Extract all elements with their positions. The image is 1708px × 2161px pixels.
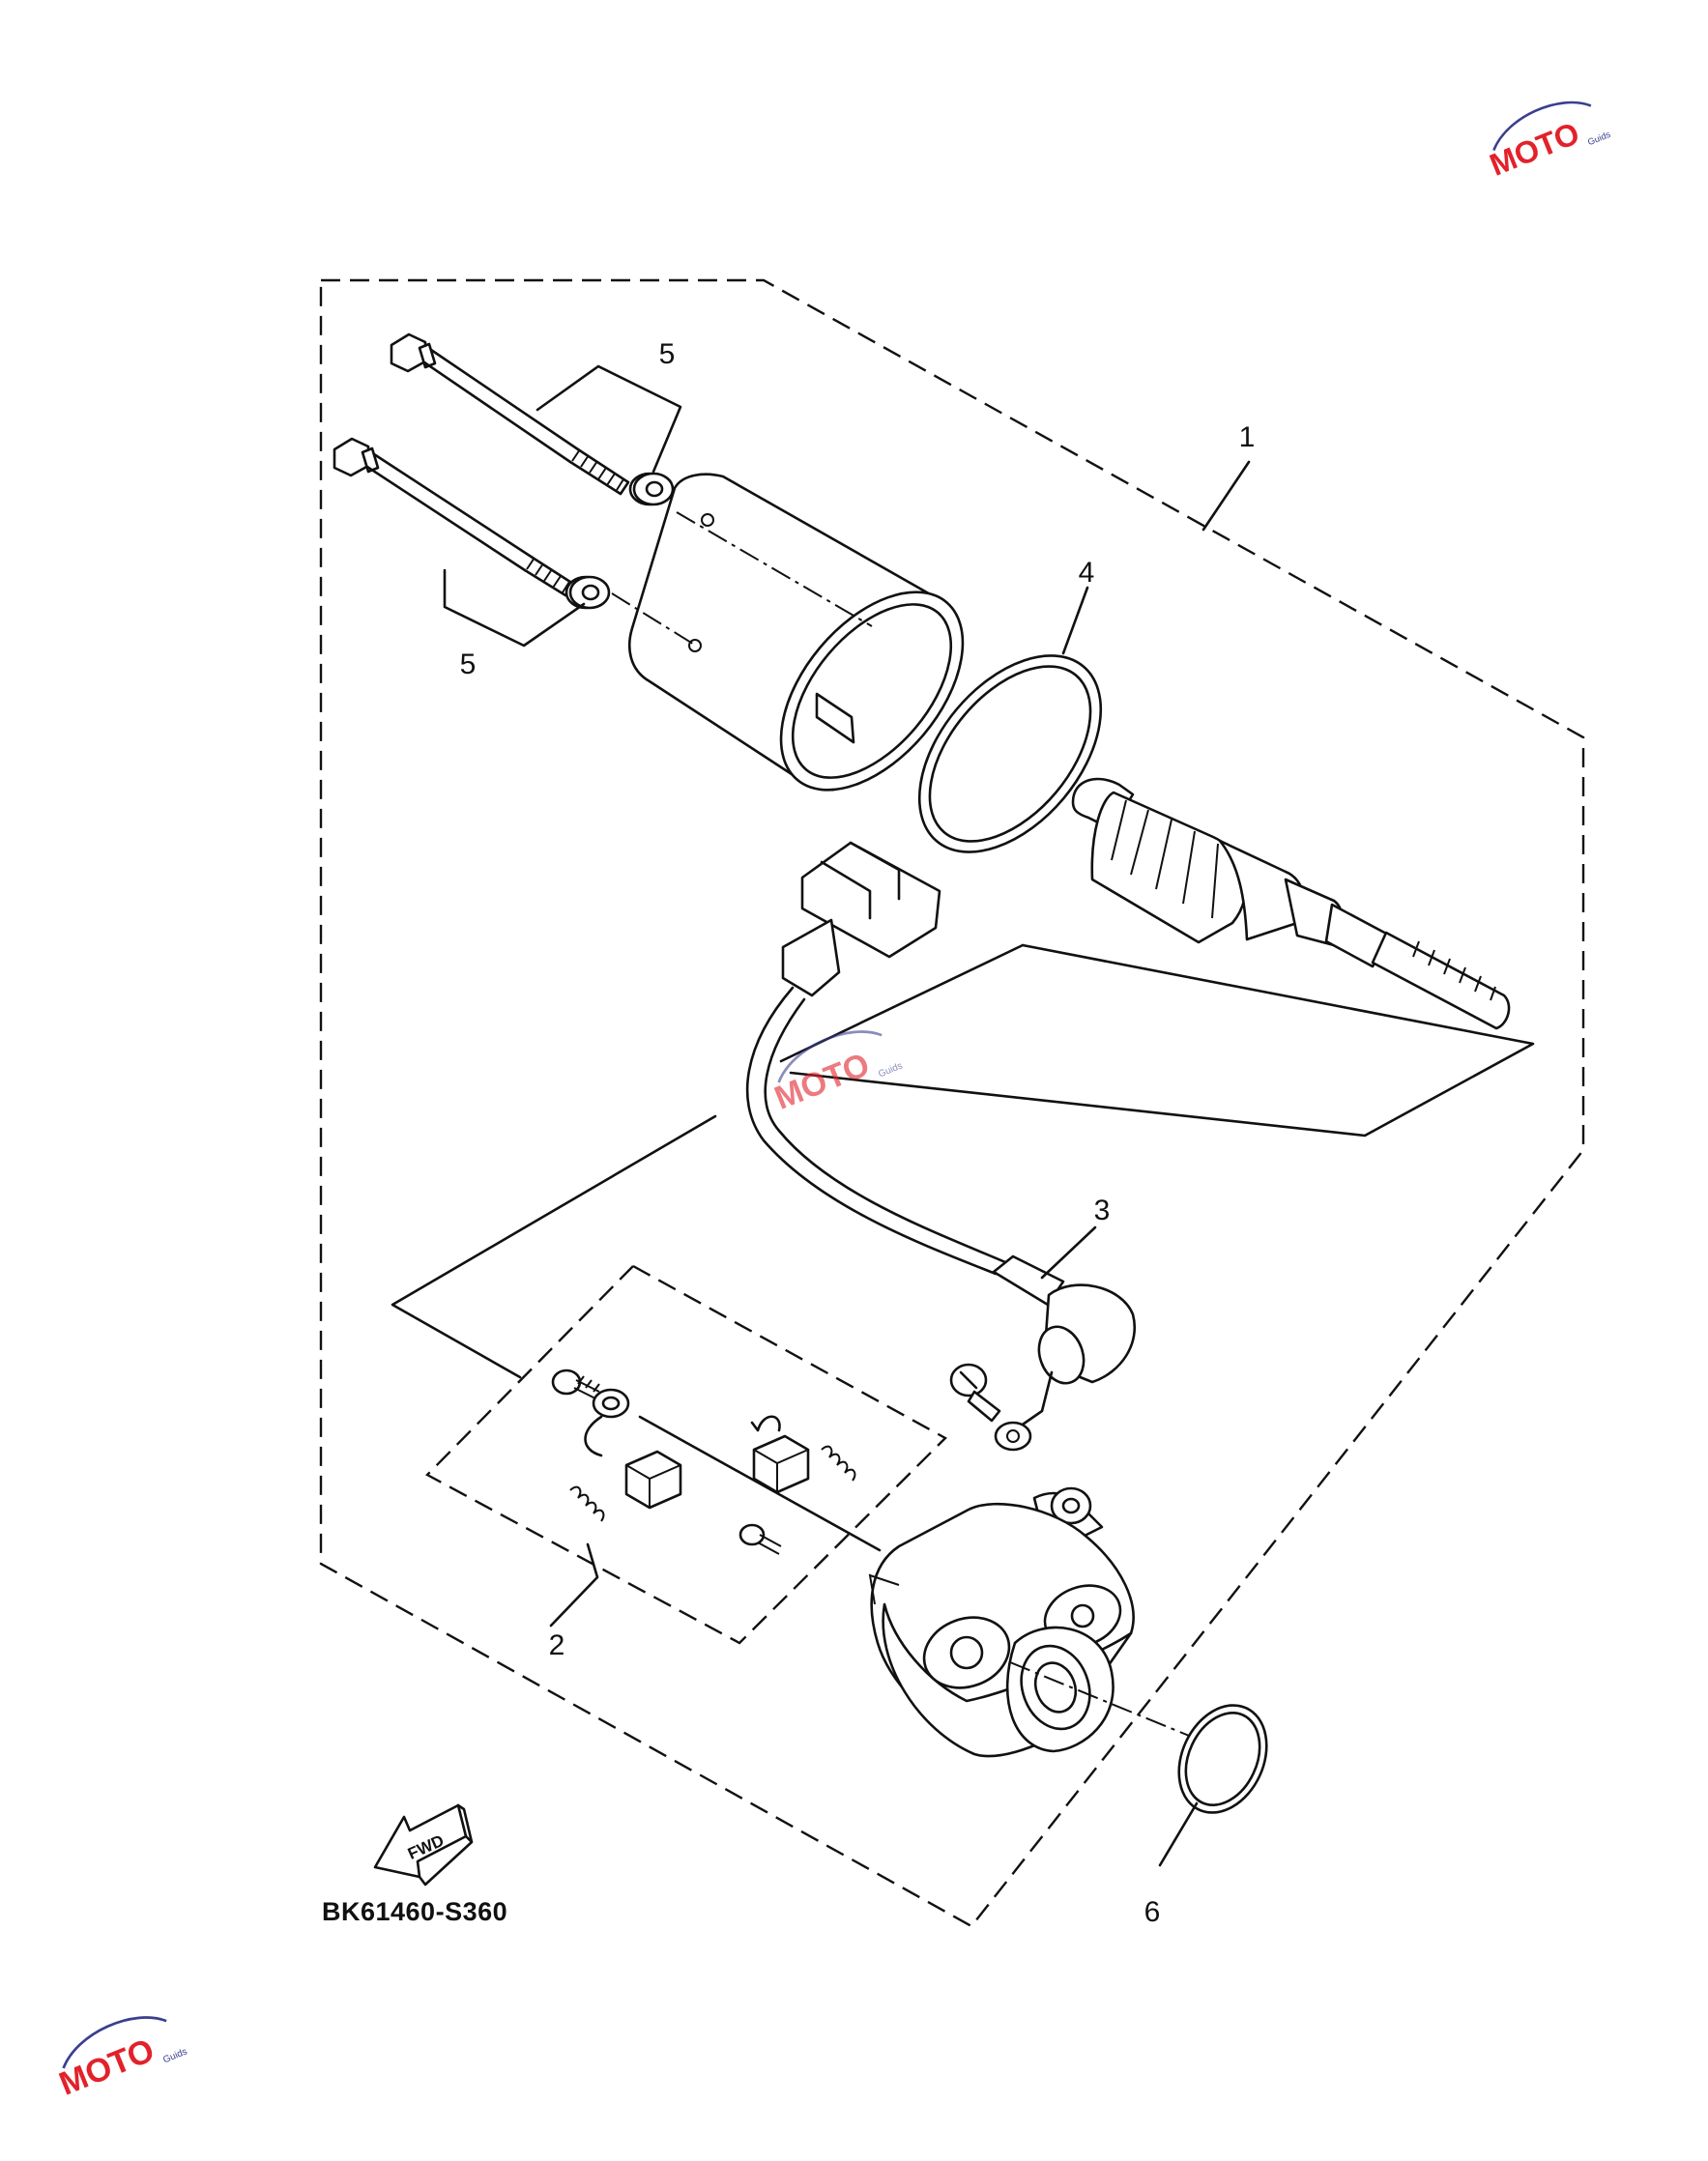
brush-set	[551, 1369, 882, 1555]
long-bolt-lower	[333, 437, 575, 597]
section-line-lower	[391, 1114, 717, 1379]
svg-text:Guids: Guids	[877, 1060, 904, 1080]
callout-6: 6	[1144, 1896, 1161, 1928]
lead-wire	[745, 841, 1136, 1452]
callout-1: 1	[1239, 421, 1256, 453]
callout-4: 4	[1079, 557, 1095, 589]
svg-text:Guids: Guids	[161, 2046, 188, 2065]
washer-lower	[565, 575, 611, 610]
o-ring-large	[917, 654, 1103, 853]
front-cover	[868, 1486, 1135, 1758]
brush-set-boundary	[425, 1264, 947, 1645]
long-bolt-upper	[390, 332, 630, 496]
watermark-logo-bottom-left: MOTO Guids	[54, 2016, 188, 2103]
svg-text:Guids: Guids	[1586, 130, 1612, 148]
callout-5-upper: 5	[659, 338, 676, 370]
svg-text:MOTO: MOTO	[54, 2031, 159, 2102]
callout-2: 2	[549, 1629, 565, 1661]
svg-text:MOTO: MOTO	[769, 1046, 875, 1116]
callout-3: 3	[1094, 1195, 1111, 1226]
armature	[1071, 777, 1511, 1030]
fwd-arrow-icon: FWD	[373, 1803, 474, 1887]
assembly-boundary	[319, 278, 1585, 1928]
motor-yoke	[611, 473, 965, 792]
watermark-logo-top-right: MOTO Guids	[1485, 101, 1612, 183]
callout-5-lower: 5	[460, 648, 477, 680]
terminal-screw	[949, 1363, 1001, 1423]
svg-text:MOTO: MOTO	[1485, 115, 1584, 182]
drawing-code: BK61460-S360	[322, 1897, 507, 1926]
o-ring-small	[1177, 1704, 1268, 1814]
washer-upper	[628, 472, 675, 506]
